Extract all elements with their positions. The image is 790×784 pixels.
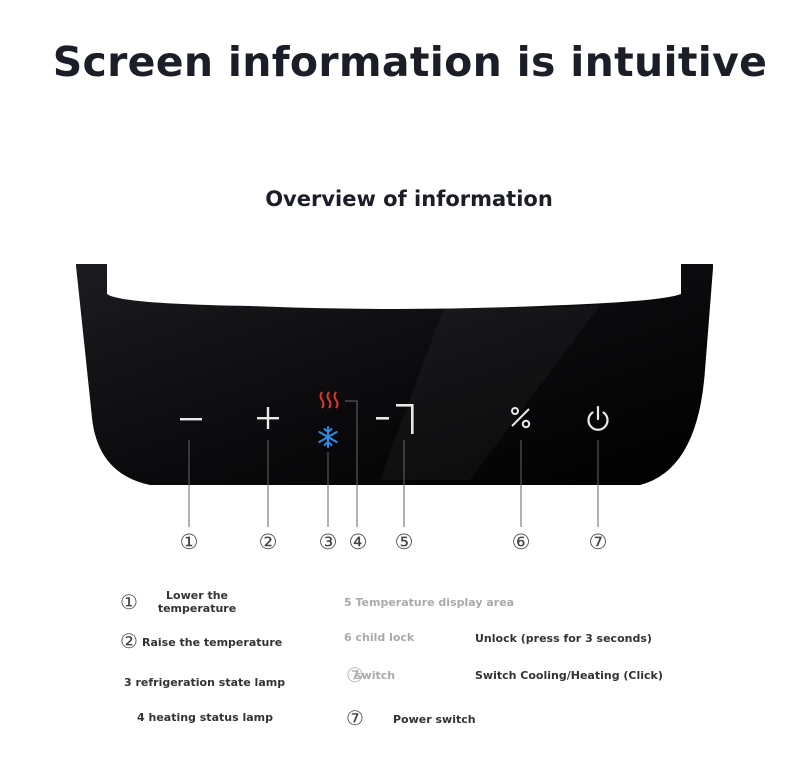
plus-icon	[257, 407, 279, 429]
legend-4-text: 4 heating status lamp	[137, 711, 273, 724]
legend-6-label: 6 child lock	[344, 631, 415, 644]
legend-6-desc: Unlock (press for 3 seconds)	[475, 632, 652, 645]
marker-1: ①	[179, 530, 199, 554]
power-button[interactable]	[578, 398, 618, 438]
legend-7a-label: switch	[355, 669, 396, 682]
temperature-reading	[376, 404, 414, 434]
snowflake-icon	[318, 426, 338, 448]
lower-temperature-button[interactable]	[171, 399, 211, 439]
legend-5-text: 5 Temperature display area	[344, 596, 515, 609]
section-subtitle: Overview of information	[265, 187, 553, 211]
marker-4: ④	[348, 530, 368, 554]
legend-7a-number: ⑦	[346, 663, 364, 687]
glass-panel	[76, 264, 713, 485]
marker-5: ⑤	[394, 530, 414, 554]
marker-6: ⑥	[511, 530, 531, 554]
legend-7b-number: ⑦	[346, 706, 364, 730]
minus-icon	[180, 418, 202, 421]
child-lock-button[interactable]	[501, 398, 541, 438]
heat-waves-icon	[319, 391, 339, 409]
power-icon	[587, 405, 609, 431]
legend-2-text: Raise the temperature	[142, 636, 283, 649]
page-title: Screen information is intuitive	[52, 38, 768, 86]
marker-2: ②	[258, 530, 278, 554]
raise-temperature-button[interactable]	[248, 398, 288, 438]
legend-1-text: Lower the temperature	[157, 589, 237, 615]
leader-lines	[188, 400, 599, 527]
legend-7b-label: Power switch	[393, 713, 476, 726]
legend-2-number: ②	[120, 629, 138, 653]
legend-1-number: ①	[120, 590, 138, 614]
legend-3-text: 3 refrigeration state lamp	[124, 676, 286, 689]
marker-7: ⑦	[588, 530, 608, 554]
legend-7a-desc: Switch Cooling/Heating (Click)	[475, 669, 663, 682]
lock-percent-icon	[511, 407, 531, 429]
marker-3: ③	[318, 530, 338, 554]
